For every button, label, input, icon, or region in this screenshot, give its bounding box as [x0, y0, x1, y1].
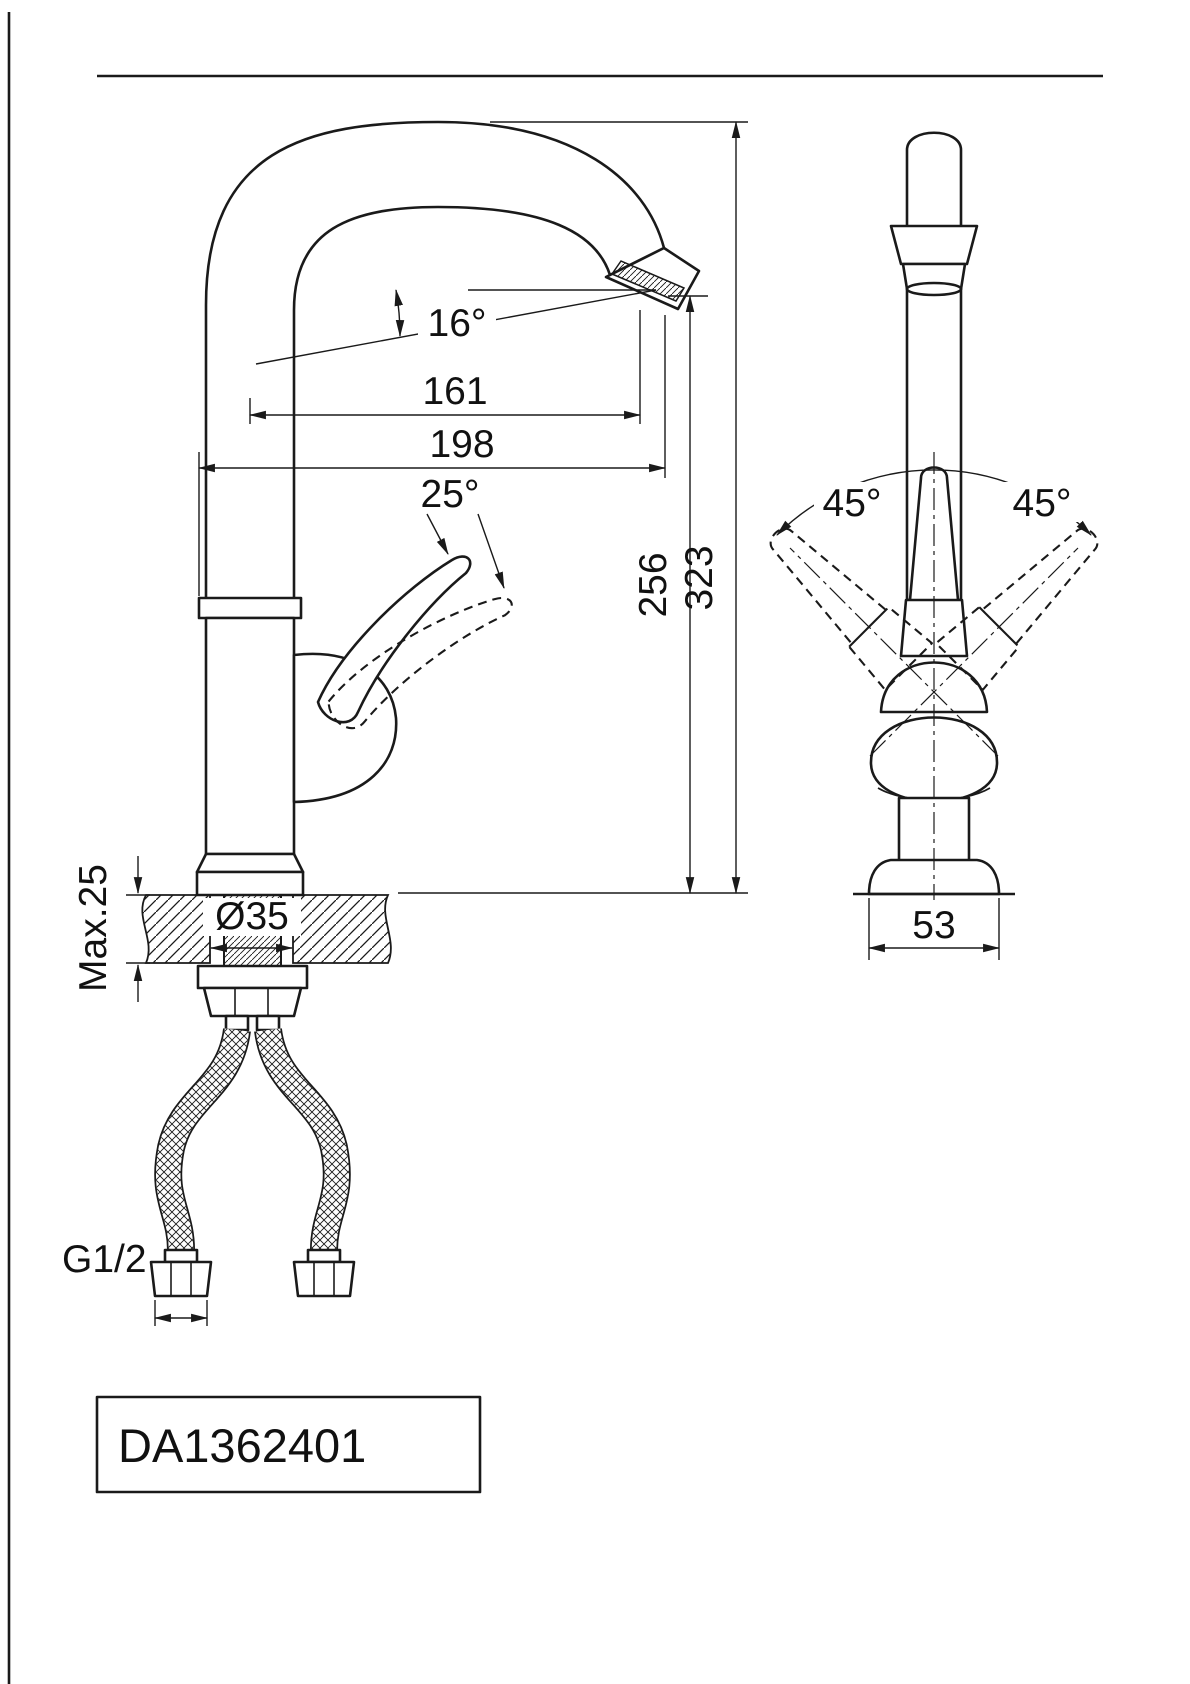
overall-reach-label: 198	[429, 423, 494, 466]
hose-tail-right	[255, 1014, 281, 1032]
swing-right-label: 45°	[1013, 482, 1072, 525]
braided-hose-left	[155, 1027, 250, 1251]
hose-nut-left	[149, 1260, 213, 1298]
dim-deck-thickness: Max.25	[72, 856, 150, 1002]
spout-reach-label: 161	[422, 370, 487, 413]
aerator	[610, 260, 686, 302]
body-base-flare	[195, 852, 305, 874]
sheet-frame	[7, 12, 1103, 1684]
flexible-hoses	[154, 1027, 351, 1251]
title-block: DA1362401	[95, 1395, 482, 1494]
gooseneck-spout	[204, 120, 666, 616]
hose-fittings	[149, 1248, 356, 1298]
dim-hole-diameter: Ø35	[203, 895, 301, 953]
dim-heights: 256 323	[398, 120, 748, 895]
front-spout-outlet	[889, 224, 979, 266]
lever-handle	[316, 555, 472, 724]
deck-thickness-label: Max.25	[72, 864, 115, 992]
hose-nut-right	[292, 1260, 356, 1298]
dim-thread: G1/2	[62, 1238, 209, 1326]
mounting-washer	[196, 964, 309, 990]
front-aerator	[905, 281, 963, 297]
side-view: 16° 161 198 25°	[62, 120, 748, 1326]
body-top-cap	[197, 596, 303, 620]
overall-height-label: 323	[678, 545, 721, 610]
countertop-left-section	[141, 894, 211, 964]
dim-overall-reach: 198	[197, 315, 667, 596]
hose-tail-left	[224, 1014, 250, 1032]
thread-label: G1/2	[62, 1238, 147, 1281]
body-base	[195, 870, 305, 897]
dim-handle-swing: 45° 45°	[776, 469, 1092, 536]
mounting-nut	[202, 986, 303, 1018]
front-view: 45° 45° 53	[750, 131, 1118, 960]
spout-height-label: 256	[632, 552, 675, 617]
spout-angle-label: 16°	[428, 302, 487, 345]
dim-base-width: 53	[867, 898, 1001, 960]
countertop-right-section	[292, 894, 392, 964]
base-width-label: 53	[912, 904, 955, 947]
hole-diameter-label: Ø35	[215, 895, 289, 938]
lever-angle-label: 25°	[421, 473, 480, 516]
dim-spout-angle: 16°	[255, 288, 657, 365]
part-number: DA1362401	[118, 1419, 366, 1472]
dim-spout-reach: 161	[248, 310, 642, 424]
title-block-border	[95, 1395, 482, 1494]
braided-hose-right	[255, 1027, 350, 1251]
body-column	[204, 616, 296, 856]
dim-lever-angle: 25°	[413, 473, 505, 590]
swing-left-label: 45°	[823, 482, 882, 525]
